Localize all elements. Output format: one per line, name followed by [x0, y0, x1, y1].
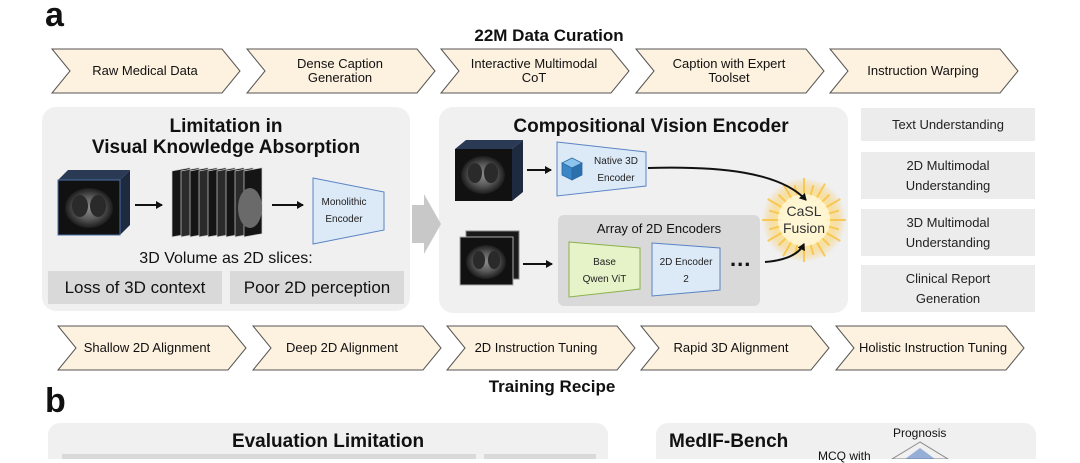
curation-chevron-5 — [828, 48, 1019, 94]
evaluation-panel — [48, 423, 608, 459]
radar-label-mcq: MCQ with — [818, 449, 871, 463]
training-chevron-3 — [445, 325, 636, 371]
evaluation-box-left — [62, 454, 476, 459]
training-chevrons — [56, 325, 1025, 371]
fusion-line2: Fusion — [782, 220, 826, 236]
medif-bench-panel — [656, 423, 1036, 459]
array-title: Array of 2D Encoders — [596, 221, 722, 236]
capability-3-line2: Understanding — [905, 234, 991, 250]
2d-encoder-2-label: 2D Encoder 2 — [652, 250, 720, 292]
limitation-subtitle: 3D Volume as 2D slices: — [139, 250, 313, 267]
training-step-1: Shallow 2D Alignment — [83, 340, 211, 355]
transition-arrow-icon — [412, 194, 441, 254]
native-encoder-line2: Encoder — [597, 173, 635, 184]
capability-text-understanding: Text Understanding — [861, 108, 1035, 141]
curation-chevrons — [50, 48, 1019, 94]
monolithic-encoder-line1: Monolithic — [321, 197, 367, 208]
training-step-4: Rapid 3D Alignment — [673, 340, 789, 355]
base-qwen-vit-shape — [568, 241, 641, 298]
medif-bench-title: MedIF-Bench — [669, 431, 789, 452]
curation-step-5: Instruction Warping — [867, 63, 979, 78]
radar-label-prognosis: Prognosis — [893, 426, 947, 440]
evaluation-box-right — [484, 454, 596, 459]
training-title: Training Recipe — [488, 377, 616, 396]
evaluation-title: Evaluation Limitation — [231, 431, 425, 452]
curation-chevron-2 — [245, 48, 436, 94]
capability-2-line2: Understanding — [905, 177, 991, 193]
curation-step-4: Caption with Expert Toolset — [672, 56, 786, 85]
fusion-line1: CaSL — [786, 203, 822, 219]
monolithic-encoder-line2: Encoder — [325, 214, 363, 225]
curation-step-3: Interactive Multimodal CoT — [470, 56, 598, 85]
monolithic-encoder-shape — [312, 177, 385, 245]
enc2-line2: 2 — [683, 274, 689, 285]
training-step-5: Holistic Instruction Tuning — [858, 340, 1008, 355]
ct-slice-pair-icon — [459, 230, 520, 286]
arrow-icon — [764, 243, 805, 263]
capability-4-line2: Generation — [915, 290, 981, 306]
training-chevron-1 — [56, 325, 247, 371]
curation-title: 22M Data Curation — [474, 26, 624, 45]
training-step-2: Deep 2D Alignment — [285, 340, 398, 355]
curation-chevron-1 — [50, 48, 241, 94]
training-step-3: 2D Instruction Tuning — [474, 340, 598, 355]
panel-letter-b: b — [45, 382, 66, 420]
casl-fusion-label: CaSL Fusion — [770, 203, 838, 237]
2d-encoder-2-shape — [651, 242, 721, 297]
native-3d-encoder-shape — [556, 141, 647, 197]
ct-volume-icon — [57, 170, 130, 236]
limitation-title-line2: Visual Knowledge Absorption — [91, 137, 361, 158]
ct-slice-detail — [238, 188, 262, 228]
capability-1-line1: Text Understanding — [891, 116, 1004, 132]
limitation-title-line1: Limitation in — [169, 116, 283, 137]
capability-2-line1: 2D Multimodal — [906, 157, 990, 173]
base-line1: Base — [593, 257, 616, 268]
arrow-icon — [647, 166, 807, 201]
fusion-burst-icon — [762, 178, 846, 262]
ct-volume-icon — [455, 140, 523, 201]
radar-chart-fill — [905, 448, 935, 459]
radar-chart-outline — [891, 441, 949, 459]
capability-4-line1: Clinical Report — [905, 270, 991, 286]
compositional-title: Compositional Vision Encoder — [513, 116, 789, 137]
panel-letter-a: a — [45, 0, 64, 34]
native-encoder-line1: Native 3D — [594, 156, 638, 167]
curation-step-2: Dense Caption Generation — [297, 56, 383, 85]
limitation-title: Limitation in Visual Knowledge Absorptio… — [42, 116, 410, 158]
native-3d-encoder-label: Native 3D Encoder — [584, 150, 648, 190]
capability-3-line1: 3D Multimodal — [906, 214, 990, 230]
issue-poor-2d-perception: Poor 2D perception — [230, 271, 404, 304]
cube-icon — [561, 157, 583, 181]
training-chevron-5 — [834, 325, 1025, 371]
curation-chevron-3 — [439, 48, 630, 94]
base-line2: Qwen ViT — [582, 274, 627, 285]
training-chevron-2 — [251, 325, 442, 371]
enc2-line1: 2D Encoder — [659, 257, 713, 268]
more-encoders-ellipsis: ... — [730, 246, 752, 271]
training-chevron-4 — [639, 325, 830, 371]
issue-loss-3d-context: Loss of 3D context — [48, 271, 222, 304]
curation-chevron-4 — [634, 48, 825, 94]
curation-step-1: Raw Medical Data — [92, 63, 198, 78]
ct-slice-stack-icon — [171, 167, 263, 238]
